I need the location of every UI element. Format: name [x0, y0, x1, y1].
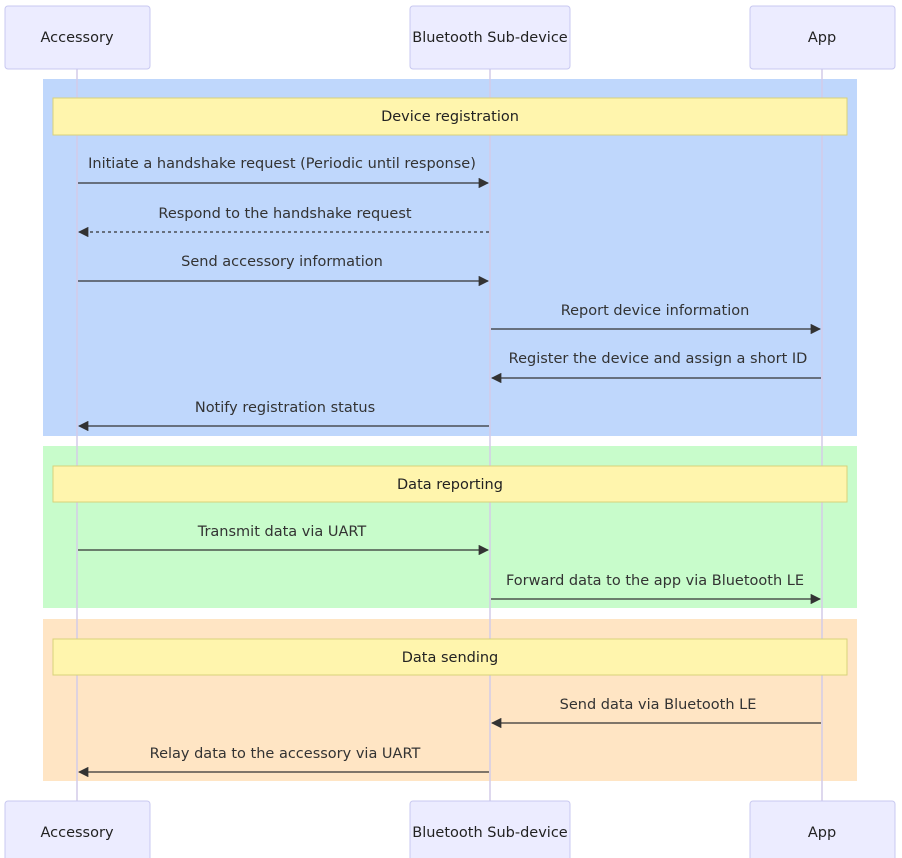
- message-label: Report device information: [561, 303, 750, 319]
- note-data-sending: Data sending: [52, 638, 848, 676]
- message-label: Forward data to the app via Bluetooth LE: [506, 573, 804, 589]
- message-relay-uart: Relay data to the accessory via UART: [77, 746, 489, 778]
- actor-label: App: [808, 30, 836, 46]
- note-label: Data sending: [402, 650, 499, 666]
- message-label: Send accessory information: [181, 254, 383, 270]
- message-label: Send data via Bluetooth LE: [560, 697, 757, 713]
- message-label: Transmit data via UART: [197, 524, 367, 540]
- actor-label: Bluetooth Sub-device: [412, 825, 568, 841]
- actor-app-bottom: App: [749, 800, 896, 858]
- message-label: Initiate a handshake request (Periodic u…: [88, 156, 476, 172]
- note-label: Device registration: [381, 109, 519, 125]
- message-notify-registration: Notify registration status: [77, 400, 489, 432]
- note-device-registration: Device registration: [52, 97, 848, 136]
- message-report-device-info: Report device information: [491, 303, 822, 335]
- section-registration-background: [43, 79, 857, 436]
- actor-accessory-bottom: Accessory: [4, 800, 151, 858]
- note-label: Data reporting: [397, 477, 503, 493]
- actor-app-top: App: [749, 5, 896, 70]
- note-data-reporting: Data reporting: [52, 465, 848, 503]
- message-transmit-uart: Transmit data via UART: [78, 524, 490, 556]
- message-send-ble: Send data via Bluetooth LE: [490, 697, 821, 729]
- message-label: Register the device and assign a short I…: [509, 351, 808, 367]
- message-label: Notify registration status: [195, 400, 375, 416]
- message-register-device: Register the device and assign a short I…: [490, 351, 821, 384]
- message-label: Respond to the handshake request: [158, 206, 411, 222]
- actor-subdevice-bottom: Bluetooth Sub-device: [409, 800, 571, 858]
- message-send-accessory-info: Send accessory information: [78, 254, 490, 287]
- message-handshake-request: Initiate a handshake request (Periodic u…: [78, 156, 490, 189]
- actor-label: Accessory: [40, 30, 113, 46]
- actor-label: App: [808, 825, 836, 841]
- actor-label: Bluetooth Sub-device: [412, 30, 568, 46]
- actor-accessory-top: Accessory: [4, 5, 151, 70]
- message-label: Relay data to the accessory via UART: [150, 746, 421, 762]
- actor-label: Accessory: [40, 825, 113, 841]
- message-handshake-response: Respond to the handshake request: [77, 206, 489, 238]
- actor-subdevice-top: Bluetooth Sub-device: [409, 5, 571, 70]
- message-forward-ble: Forward data to the app via Bluetooth LE: [491, 573, 822, 605]
